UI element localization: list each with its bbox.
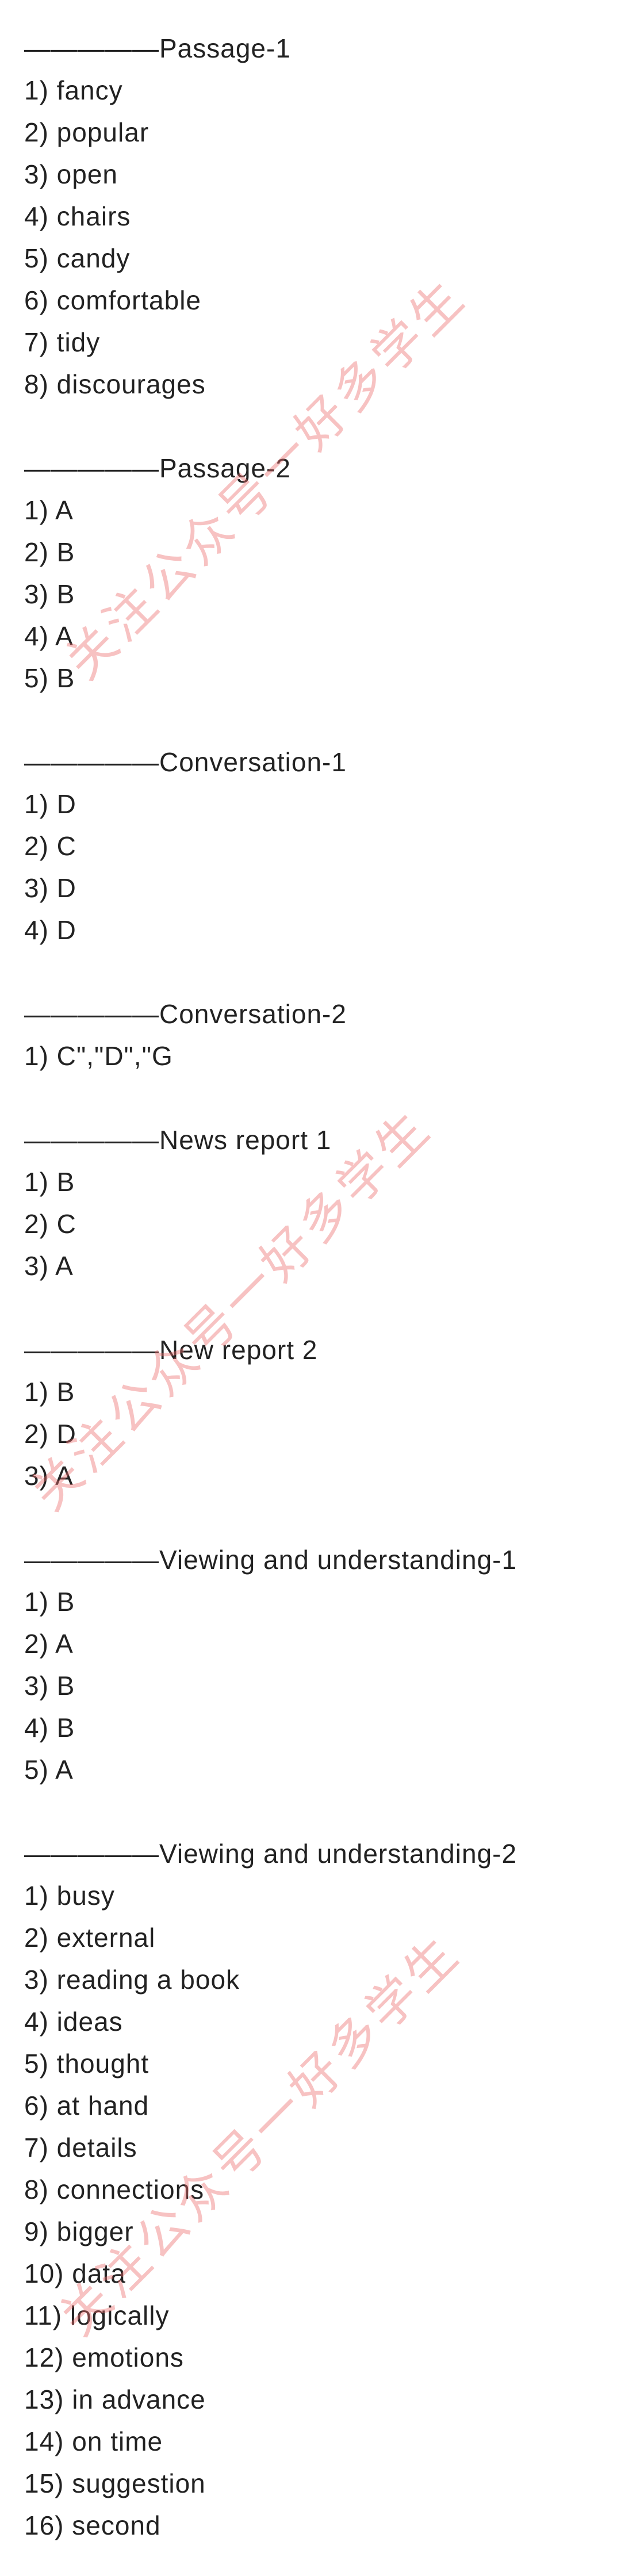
section-spacer (24, 405, 599, 447)
answer-item: 5) thought (24, 2049, 150, 2079)
answer-item: 5) B (24, 663, 75, 693)
answer-item: 8) discourages (24, 369, 206, 399)
answer-key-document: —————Passage-1 1) fancy 2) popular 3) open 4… (24, 28, 599, 2547)
answer-item: 6) at hand (24, 2091, 150, 2120)
section-spacer (24, 1791, 599, 1833)
answer-item: 2) external (24, 1923, 156, 1953)
section-title: —————Viewing and understanding-2 (24, 1839, 518, 1869)
section-title: —————New report 2 (24, 1335, 318, 1365)
answer-item: 16) second (24, 2510, 161, 2540)
answer-section: —————Passage-1 1) fancy 2) popular 3) open 4… (24, 28, 599, 405)
answer-item: 1) B (24, 1377, 75, 1407)
answer-item: 3) D (24, 873, 76, 903)
answer-item: 3) B (24, 579, 75, 609)
answer-section: —————Conversation-2 1) C","D","G (24, 993, 599, 1077)
answer-item: 4) ideas (24, 2007, 123, 2037)
answer-item: 7) details (24, 2133, 137, 2162)
answer-item: 1) B (24, 1167, 75, 1197)
answer-item: 11) logically (24, 2301, 170, 2330)
answer-item: 2) B (24, 537, 75, 567)
answer-item: 1) A (24, 495, 74, 525)
answer-section: —————Passage-2 1) A 2) B 3) B 4) A 5) B (24, 447, 599, 699)
section-spacer (24, 699, 599, 741)
section-spacer (24, 1497, 599, 1539)
section-title: —————Passage-2 (24, 453, 291, 483)
answer-item: 2) C (24, 831, 76, 861)
answer-item: 4) chairs (24, 201, 131, 231)
section-spacer (24, 1077, 599, 1119)
answer-section: —————Conversation-1 1) D 2) C 3) D 4) D (24, 741, 599, 951)
answer-item: 5) A (24, 1755, 74, 1785)
answer-item: 3) open (24, 159, 118, 189)
answer-item: 4) B (24, 1713, 75, 1743)
section-spacer (24, 951, 599, 993)
answer-item: 3) reading a book (24, 1965, 240, 1995)
section-title: —————Conversation-1 (24, 747, 347, 777)
answer-item: 14) on time (24, 2426, 163, 2456)
answer-item: 2) C (24, 1209, 76, 1239)
answer-item: 9) bigger (24, 2217, 134, 2246)
answer-item: 3) A (24, 1251, 74, 1281)
answer-item: 4) A (24, 621, 74, 651)
answer-item: 10) data (24, 2259, 126, 2288)
answer-section: —————New report 2 1) B 2) D 3) A (24, 1329, 599, 1497)
answer-item: 8) connections (24, 2175, 205, 2204)
answer-item: 2) D (24, 1419, 76, 1449)
answer-item: 1) busy (24, 1881, 115, 1911)
answer-item: 5) candy (24, 243, 131, 273)
answer-item: 1) fancy (24, 75, 123, 105)
answer-item: 13) in advance (24, 2384, 206, 2414)
section-title: —————News report 1 (24, 1125, 332, 1155)
answer-item: 3) A (24, 1461, 74, 1491)
answer-item: 15) suggestion (24, 2468, 206, 2498)
answer-item: 2) A (24, 1629, 74, 1659)
answer-section: —————News report 1 1) B 2) C 3) A (24, 1119, 599, 1287)
answer-item: 1) B (24, 1587, 75, 1617)
answer-item: 12) emotions (24, 2342, 184, 2372)
answer-section: —————Viewing and understanding-2 1) busy 2… (24, 1833, 599, 2547)
answer-item: 6) comfortable (24, 285, 202, 315)
answer-item: 1) D (24, 789, 76, 819)
answer-item: 7) tidy (24, 327, 101, 357)
section-spacer (24, 1287, 599, 1329)
answer-item: 3) B (24, 1671, 75, 1701)
answer-item: 1) C","D","G (24, 1041, 173, 1071)
section-title: —————Viewing and understanding-1 (24, 1545, 518, 1575)
section-title: —————Conversation-2 (24, 999, 347, 1029)
answer-item: 4) D (24, 915, 76, 945)
section-title: —————Passage-1 (24, 33, 291, 63)
answer-section: —————Viewing and understanding-1 1) B 2) A… (24, 1539, 599, 1791)
answer-item: 2) popular (24, 117, 150, 147)
